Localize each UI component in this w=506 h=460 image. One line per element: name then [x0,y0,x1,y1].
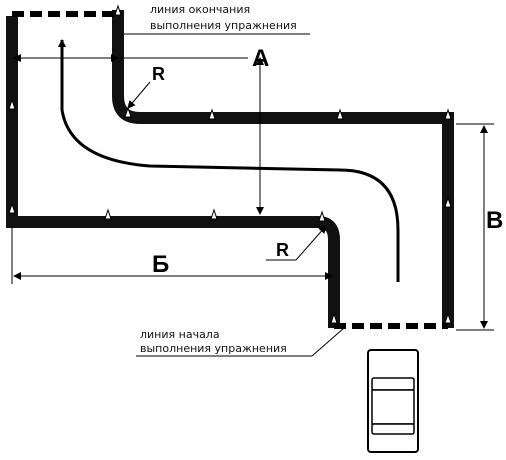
cones [8,4,452,324]
cone-icon [8,98,16,110]
cone-icon [444,312,452,324]
cone-icon [124,106,132,118]
dim-a-label: А [252,45,269,72]
track-inner-boundary [112,10,454,328]
radius-top-label: R [152,64,165,84]
start-line-caption-2: выполнения упражнения [140,342,287,355]
radius-bottom: R [266,225,327,261]
dimension-v [456,123,494,331]
radius-top: R [127,64,165,109]
cone-icon [114,4,122,16]
dim-b-label: Б [152,251,169,278]
car-icon [367,349,419,453]
track [6,10,454,328]
cone-icon [208,108,216,120]
cone-icon [330,312,338,324]
end-line-caption-2: выполнения упражнения [150,19,297,32]
dimension-a [13,54,264,215]
start-line-caption-1: линия начала [140,328,220,341]
cone-icon [318,210,326,222]
dim-v-label: В [486,207,503,234]
cone-icon [444,196,452,208]
cone-icon [8,202,16,214]
end-line-caption-1: линия окончания [150,3,250,16]
cone-icon [444,108,452,120]
radius-bottom-label: R [276,240,289,260]
cone-icon [336,108,344,120]
cone-icon [104,208,112,220]
cone-icon [210,208,218,220]
driving-path [58,39,400,282]
dimension-b [11,226,333,284]
track-outer-boundary [6,16,340,328]
